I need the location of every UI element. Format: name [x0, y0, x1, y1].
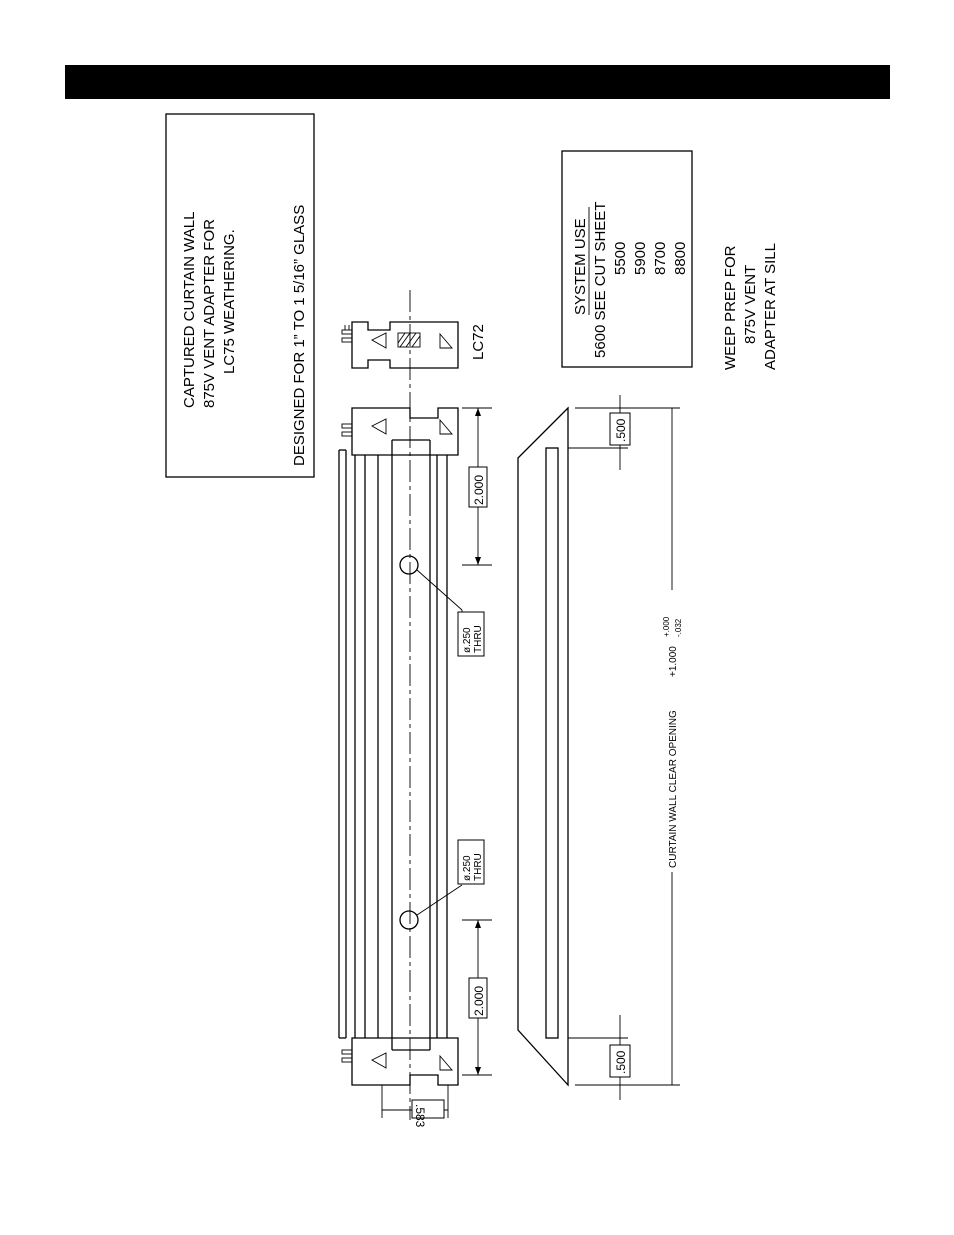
- hole-callout-upper-thru: THRU: [473, 625, 484, 653]
- dim-end-lower: .500: [614, 1050, 628, 1074]
- hole-callout-upper: ø.250 THRU: [417, 570, 484, 656]
- note-line-1: CAPTURED CURTAIN WALL: [181, 212, 198, 408]
- system-use-row-3: 5900: [632, 242, 649, 275]
- sill-elevation: .500 .500 CURTAIN WALL CLEAR OPENING +1.…: [518, 395, 683, 1100]
- dim-tolerance-plus: +.000: [662, 616, 671, 637]
- hole-callout-upper-size: ø.250: [462, 627, 473, 653]
- weep-prep-line-2: 875V VENT: [742, 265, 759, 344]
- weep-prep-line-3: ADAPTER AT SILL: [762, 243, 779, 370]
- hole-callout-lower: ø.250 THRU: [417, 840, 484, 915]
- dim-hole-spacing-lower: 2.000: [472, 986, 486, 1016]
- note-line-3: LC75 WEATHERING.: [221, 229, 238, 374]
- dim-hole-spacing-upper: 2.000: [472, 475, 486, 505]
- weep-prep-line-1: WEEP PREP FOR: [722, 245, 739, 370]
- header-bar: [65, 65, 890, 99]
- system-use-row-4: 8700: [652, 242, 669, 275]
- dim-end-upper: .500: [614, 418, 628, 442]
- dim-offset: .583: [413, 1104, 427, 1128]
- weep-prep-note: WEEP PREP FOR 875V VENT ADAPTER AT SILL: [722, 243, 779, 370]
- note-line-2: 875V VENT ADAPTER FOR: [201, 219, 218, 408]
- dim-clear-opening: CURTAIN WALL CLEAR OPENING: [668, 710, 679, 868]
- hole-callout-lower-size: ø.250: [462, 855, 473, 881]
- note-line-4: DESIGNED FOR 1” TO 1 5/16” GLASS: [291, 205, 308, 466]
- profile-label: LC72: [470, 324, 487, 360]
- lc72-profile: LC72: [342, 322, 487, 368]
- system-use-row-5: 8800: [672, 242, 689, 275]
- notes-box: CAPTURED CURTAIN WALL 875V VENT ADAPTER …: [166, 114, 314, 477]
- dimension-offset: .583: [382, 1085, 448, 1128]
- hole-upper: [400, 556, 418, 574]
- dimension-hole-spacing: 2.000 2.000: [462, 408, 492, 1075]
- hole-callout-lower-thru: THRU: [473, 853, 484, 881]
- hole-lower: [400, 911, 418, 929]
- system-use-box: SYSTEM USE 5600 SEE CUT SHEET 5500 5900 …: [562, 151, 692, 367]
- extrusion-elevation: [339, 290, 458, 1120]
- dim-tolerance-minus: -.032: [674, 618, 683, 637]
- system-use-row-1: 5600 SEE CUT SHEET: [592, 202, 609, 358]
- system-use-row-2: 5500: [612, 242, 629, 275]
- dim-tolerance-base: +1.000: [668, 646, 679, 677]
- system-use-heading: SYSTEM USE: [572, 218, 589, 315]
